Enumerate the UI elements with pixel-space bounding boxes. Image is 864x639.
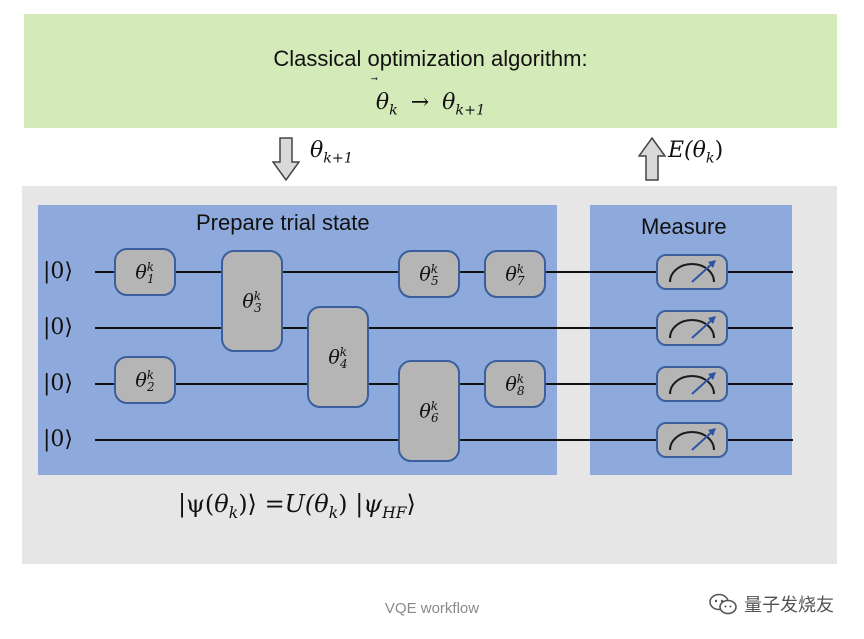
- state-equation: |ψ(θk)⟩ =U(θk) |ψHF⟩: [178, 490, 416, 522]
- watermark-text: 量子发烧友: [744, 595, 834, 616]
- down-label: θk+1: [310, 138, 353, 167]
- qubit-label-3: |0⟩: [43, 371, 73, 396]
- meter-icon-1: [656, 254, 728, 290]
- qubit-label-4: |0⟩: [43, 427, 73, 452]
- figure-caption: VQE workflow: [384, 600, 480, 617]
- meter-icon-4: [656, 422, 728, 458]
- up-label: E(θk): [668, 138, 724, 167]
- measure-title: Measure: [641, 214, 727, 239]
- meter-icon-3: [656, 366, 728, 402]
- qubit-wire-2: [95, 327, 793, 329]
- down-arrow-icon: [272, 137, 300, 182]
- meter-icon-2: [656, 310, 728, 346]
- optimizer-update-formula: ⃗ θk → θk+1: [24, 90, 837, 118]
- optimizer-box: Classical optimization algorithm: ⃗ θk →…: [24, 14, 837, 128]
- prepare-panel: [38, 205, 557, 475]
- optimizer-title: Classical optimization algorithm:: [273, 46, 588, 71]
- theta-vec-k1: θk+1: [442, 90, 486, 119]
- watermark: 量子发烧友: [708, 591, 834, 617]
- qubit-label-2: |0⟩: [43, 315, 73, 340]
- up-arrow-icon: [638, 136, 666, 181]
- prepare-title: Prepare trial state: [196, 210, 370, 235]
- wechat-icon: [709, 593, 737, 615]
- theta-vec-k: ⃗ θk: [375, 90, 398, 119]
- update-arrow: →: [410, 90, 430, 115]
- qubit-label-1: |0⟩: [43, 259, 73, 284]
